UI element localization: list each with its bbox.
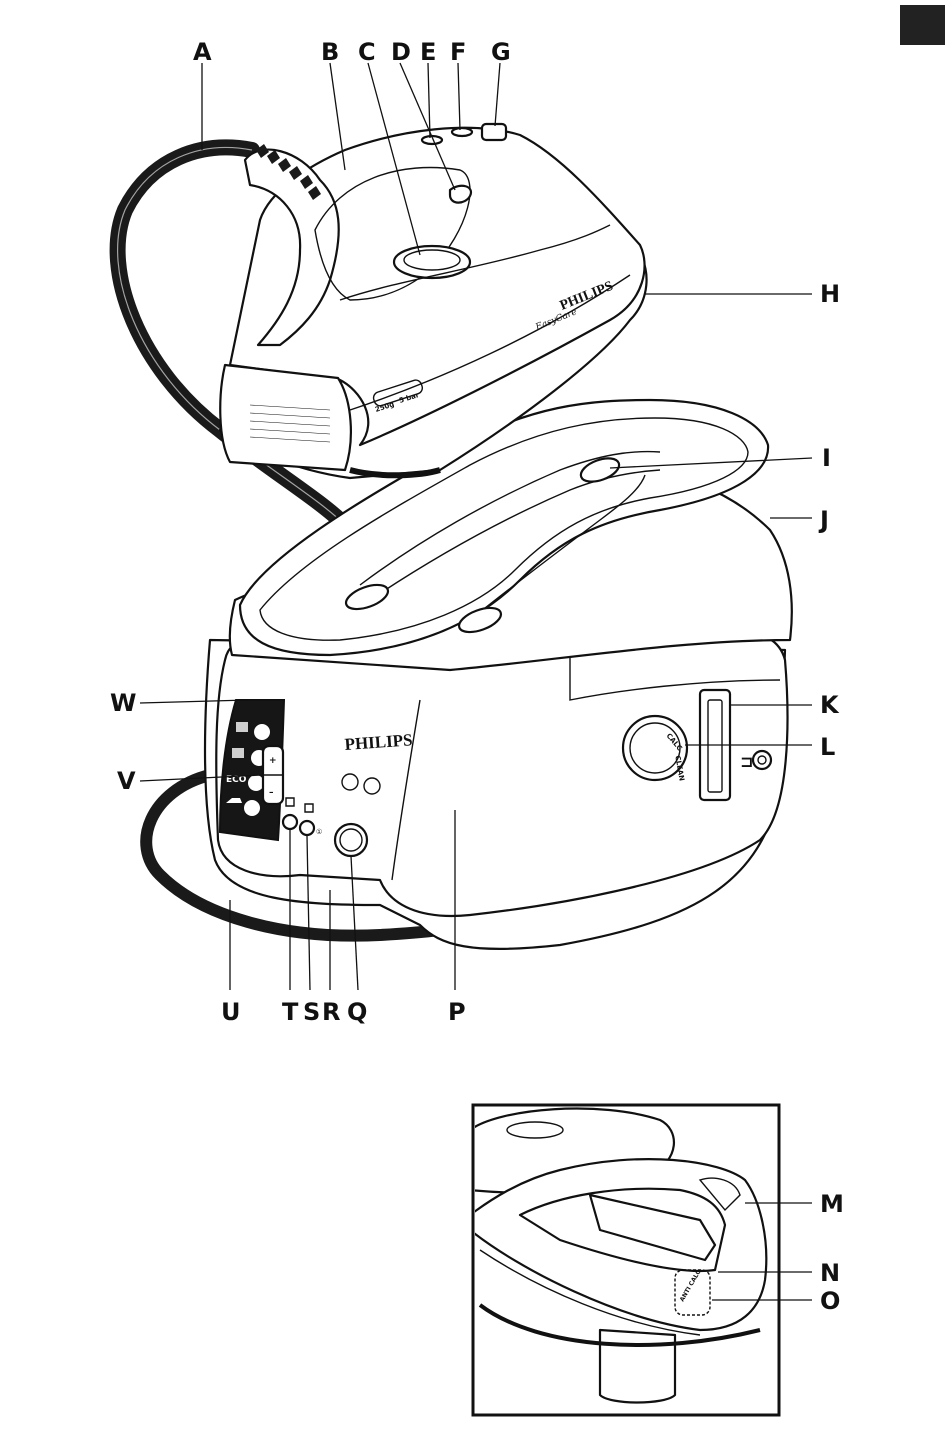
mains-socket bbox=[753, 751, 771, 769]
callout-c: C bbox=[358, 38, 376, 66]
callout-a: A bbox=[193, 38, 212, 66]
callout-o: O bbox=[820, 1287, 840, 1315]
iron-button-f[interactable] bbox=[452, 128, 472, 136]
callout-t: T bbox=[282, 998, 299, 1026]
iron-button-g[interactable] bbox=[482, 124, 506, 140]
steam-plus: + bbox=[269, 756, 277, 766]
inset-base-foot bbox=[600, 1330, 675, 1403]
callout-b: B bbox=[321, 38, 339, 66]
callout-m: M bbox=[820, 1190, 844, 1218]
callout-e: E bbox=[420, 38, 436, 66]
callout-r: R bbox=[322, 998, 340, 1026]
light-indicator-t bbox=[283, 815, 297, 829]
program-button-1[interactable] bbox=[254, 724, 270, 740]
callout-h: H bbox=[820, 280, 840, 308]
steam-trigger[interactable] bbox=[450, 186, 471, 203]
program-button-eco[interactable] bbox=[248, 775, 264, 791]
program-button-4[interactable] bbox=[244, 800, 260, 816]
callout-f: F bbox=[450, 38, 466, 66]
callout-q: Q bbox=[347, 998, 367, 1026]
inset-detail: ANTI CALC M N O bbox=[470, 1105, 844, 1415]
callout-i: I bbox=[822, 444, 831, 472]
mains-plug-symbol: ⊐ bbox=[740, 752, 753, 771]
language-tab bbox=[900, 5, 945, 45]
steam-minus: – bbox=[269, 788, 274, 798]
callout-g: G bbox=[491, 38, 511, 66]
callout-s: S bbox=[303, 998, 320, 1026]
callout-v: V bbox=[117, 767, 136, 795]
callout-l: L bbox=[820, 733, 835, 761]
callout-k: K bbox=[820, 691, 840, 719]
callout-n: N bbox=[820, 1259, 840, 1287]
fabric-icon-2 bbox=[232, 748, 244, 758]
fabric-icon-1 bbox=[236, 722, 248, 732]
iron-heel bbox=[220, 365, 351, 470]
callout-p: P bbox=[448, 998, 466, 1026]
temperature-dial[interactable] bbox=[394, 246, 470, 278]
power-symbol: ① bbox=[316, 828, 322, 836]
callout-w: W bbox=[110, 689, 136, 717]
callout-j: J bbox=[818, 506, 829, 534]
callout-u: U bbox=[221, 998, 241, 1026]
light-indicator-s bbox=[300, 821, 314, 835]
callout-d: D bbox=[391, 38, 411, 66]
